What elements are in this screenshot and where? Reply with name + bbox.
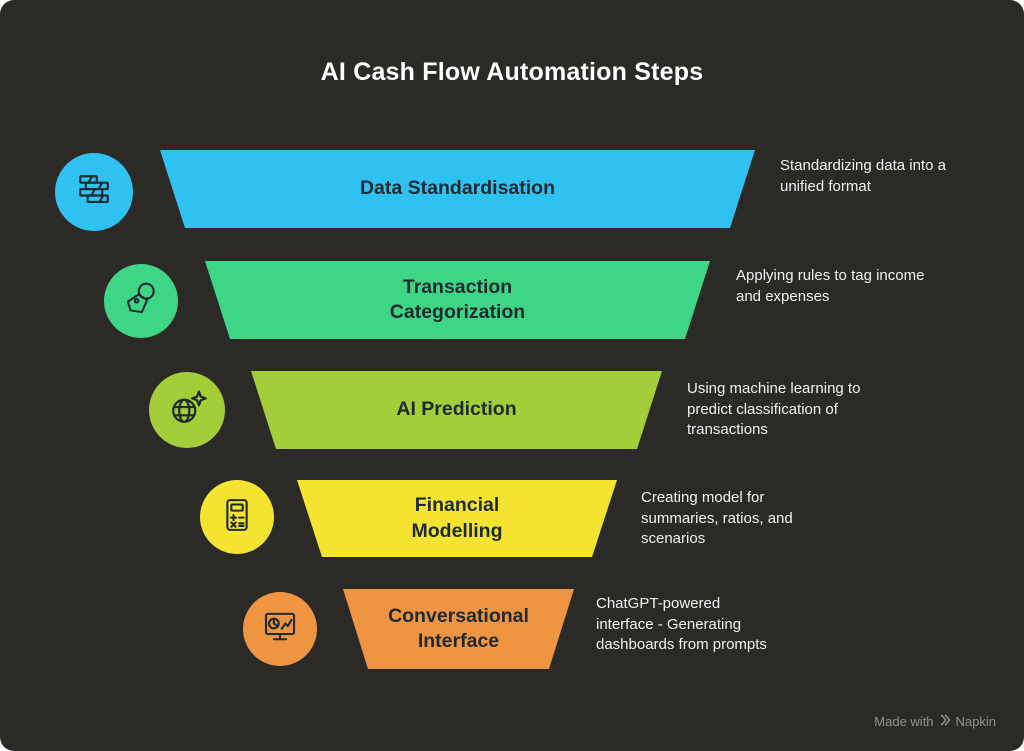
funnel-step-label: Categorization [389, 301, 526, 323]
funnel-step-label: Modelling [411, 519, 503, 542]
calculator-icon [216, 494, 258, 541]
funnel-step-bar: AI Prediction [251, 371, 662, 449]
funnel-step-bar: Data Standardisation [160, 150, 755, 228]
funnel-step-bar: Financial Modelling [297, 480, 617, 557]
funnel-step-label: Conversational [388, 604, 529, 627]
step-icon-circle [55, 153, 133, 231]
funnel-step-label: Data Standardisation [359, 177, 556, 200]
funnel-step-label: Transaction [402, 275, 513, 298]
step-description: Applying rules to tag income and expense… [736, 267, 925, 305]
step-icon-circle [243, 592, 317, 666]
napkin-logo-icon [939, 714, 951, 729]
step-description: ChatGPT-powered interface - Generating d… [596, 595, 767, 654]
funnel-step-label: AI Prediction [396, 398, 517, 421]
funnel-step-bar: Transaction Categorization [205, 261, 710, 339]
funnel-step-label: Interface [417, 630, 500, 652]
step-icon-circle [149, 372, 225, 448]
step-icon-circle [200, 480, 274, 554]
data-bars-icon [72, 168, 116, 217]
step-description: Standardizing data into a unified format [780, 157, 946, 195]
made-with-napkin: Made with Napkin [874, 714, 996, 729]
funnel-step-label: Financial [414, 494, 500, 517]
page-title: AI Cash Flow Automation Steps [320, 58, 704, 86]
step-description: Using machine learning to predict classi… [687, 380, 861, 439]
made-with-label: Made with [874, 714, 934, 729]
monitor-chart-icon [259, 606, 301, 653]
napkin-brand-label: Napkin [955, 714, 996, 729]
step-icon-circle [104, 264, 178, 338]
funnel-step-bar: Conversational Interface [343, 589, 574, 669]
step-description: Creating model for summaries, ratios, an… [641, 489, 793, 548]
tag-icon [120, 278, 162, 325]
globe-sparkle-icon [165, 386, 209, 435]
